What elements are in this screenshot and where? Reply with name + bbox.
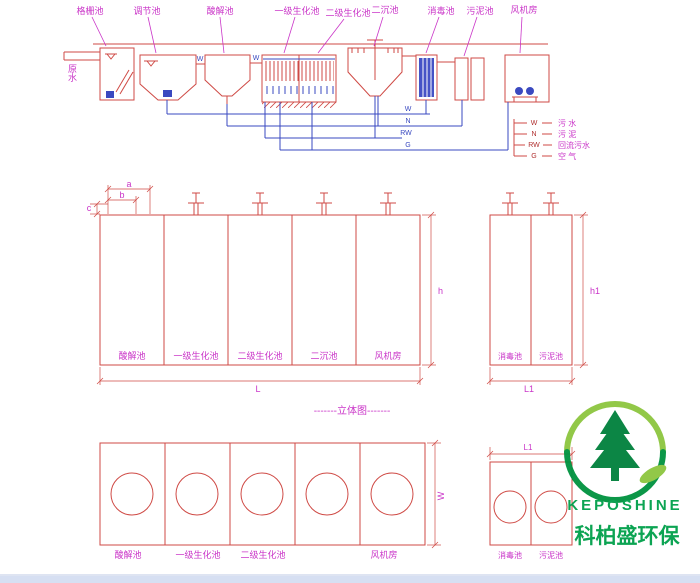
flow-label-grid-tank: 格栅池 bbox=[76, 5, 103, 16]
plan-view: -------立体图------- W L1 酸 bbox=[99, 404, 576, 560]
bio-media-hatch bbox=[264, 61, 334, 81]
plan-label-disinfect-tank: 消毒池 bbox=[498, 550, 522, 560]
blower-icon bbox=[526, 87, 534, 95]
elevation-view: a b c h h1 L L1 酸解池 一级生化池 二级生化池 二沉池 风机房 … bbox=[87, 179, 600, 394]
elev-label-fan-room: 风机房 bbox=[374, 350, 401, 361]
dim-a: a bbox=[126, 179, 131, 189]
plan-label-acid-tank: 酸解池 bbox=[114, 549, 141, 560]
flow-label-fan-room: 风机房 bbox=[510, 4, 537, 15]
flow-label-bio2-tank: 二级生化池 bbox=[325, 7, 370, 18]
dim-L1-elev: L1 bbox=[524, 384, 534, 394]
dimension-lines bbox=[90, 185, 588, 385]
pump-icon bbox=[163, 90, 172, 97]
logo-leaf bbox=[639, 464, 667, 484]
legend-gap bbox=[527, 117, 542, 126]
dim-b: b bbox=[119, 190, 124, 200]
legend: W N RW G 污 水 污 泥 回流污水 空 气 bbox=[513, 117, 590, 161]
elev-label-acid-tank: 酸解池 bbox=[118, 350, 145, 361]
plan-title: -------立体图------- bbox=[314, 404, 391, 417]
legend-label-sludge: 污 泥 bbox=[558, 129, 576, 139]
legend-label-air: 空 气 bbox=[558, 151, 576, 161]
pipe-tag-out-rw: RW bbox=[400, 130, 412, 137]
brand-name: KEPOSHINE bbox=[567, 497, 682, 514]
plan-label-sludge-tank: 污泥池 bbox=[539, 550, 563, 560]
pipe-tag-out-g: G bbox=[405, 142, 410, 149]
flow-label-acid-tank: 酸解池 bbox=[206, 5, 233, 16]
legend-symbol-n: N bbox=[531, 131, 536, 138]
legend-symbol-w: W bbox=[531, 120, 538, 127]
plan-label-bio1-tank: 一级生化池 bbox=[175, 549, 220, 560]
pipe-tag-w2: W bbox=[253, 55, 260, 62]
plan-label-bio2-tank: 二级生化池 bbox=[240, 549, 285, 560]
legend-gap bbox=[527, 150, 542, 159]
elev-label-bio1-tank: 一级生化池 bbox=[173, 350, 218, 361]
dim-h: h bbox=[438, 286, 443, 296]
plan-structures bbox=[99, 442, 573, 546]
flow-diagram: 格栅池 调节池 酸解池 一级生化池 二级生化池 二沉池 消毒池 污泥池 风机房 … bbox=[63, 4, 590, 161]
aeration-diffusers bbox=[264, 86, 334, 98]
pipe-network bbox=[166, 96, 509, 151]
pipe-tag-w1: W bbox=[197, 56, 204, 63]
dim-c: c bbox=[87, 203, 92, 213]
dim-L1-plan: L1 bbox=[524, 443, 533, 452]
flow-label-bio1-tank: 一级生化池 bbox=[274, 5, 319, 16]
blower-icon bbox=[515, 87, 523, 95]
base-hatch bbox=[262, 102, 336, 108]
flow-label-regulating-tank: 调节池 bbox=[133, 5, 160, 16]
flow-label-sludge-tank: 污泥池 bbox=[466, 5, 493, 16]
elevation-structures bbox=[99, 192, 573, 366]
label-leaders bbox=[91, 16, 523, 57]
bottom-strip bbox=[0, 576, 700, 583]
legend-gap bbox=[527, 128, 542, 137]
raw-water-label: 原水 bbox=[67, 64, 77, 82]
legend-label-sewage: 污 水 bbox=[558, 118, 576, 128]
flow-label-disinfect-tank: 消毒池 bbox=[427, 5, 454, 16]
dim-h1: h1 bbox=[590, 286, 600, 296]
logo-swoosh-light bbox=[564, 401, 666, 455]
watermark-logo: KEPOSHINE 科柏盛环保 bbox=[564, 401, 682, 548]
plan-label-fan-room: 风机房 bbox=[370, 549, 397, 560]
legend-gap bbox=[525, 139, 543, 148]
dim-W: W bbox=[436, 491, 446, 500]
pump-icon bbox=[106, 91, 114, 98]
pine-tree-icon bbox=[590, 410, 640, 481]
legend-label-return: 回流污水 bbox=[558, 140, 590, 150]
flow-structures bbox=[63, 39, 550, 104]
pipe-tag-out-w: W bbox=[405, 106, 412, 113]
dim-L: L bbox=[255, 384, 260, 394]
elev-label-clarifier: 二沉池 bbox=[310, 350, 337, 361]
legend-symbol-rw: RW bbox=[528, 142, 540, 149]
pipe-tag-out-n: N bbox=[405, 118, 410, 125]
elev-label-bio2-tank: 二级生化池 bbox=[237, 350, 282, 361]
elev-label-sludge-tank: 污泥池 bbox=[539, 351, 563, 361]
elev-label-disinfect-tank: 消毒池 bbox=[498, 351, 522, 361]
flow-label-clarifier: 二沉池 bbox=[371, 4, 398, 15]
legend-symbol-g: G bbox=[531, 153, 536, 160]
company-name: 科柏盛环保 bbox=[575, 524, 681, 548]
vent-stub bbox=[188, 192, 559, 215]
